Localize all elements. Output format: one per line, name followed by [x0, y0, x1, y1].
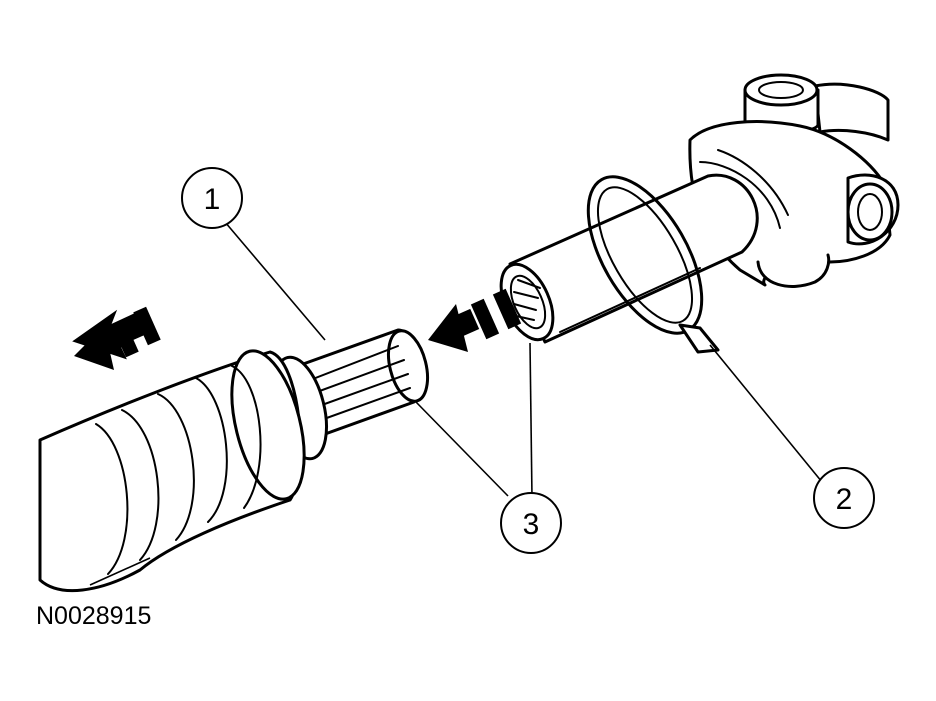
steering-column-shaft	[499, 173, 759, 344]
rubber-boot	[38, 349, 306, 593]
figure-id-label: N0028915	[36, 602, 151, 630]
retaining-ring	[586, 175, 720, 354]
callout-3: 3	[500, 492, 562, 554]
callout-2: 2	[813, 467, 875, 529]
callout-2-label: 2	[836, 483, 853, 516]
slide-arrow-center	[428, 288, 522, 352]
callout-3-label: 3	[523, 508, 540, 541]
leader-lines	[224, 221, 823, 499]
callout-1: 1	[181, 167, 243, 229]
callout-1-label: 1	[204, 183, 221, 216]
pull-arrow-left	[72, 306, 161, 370]
